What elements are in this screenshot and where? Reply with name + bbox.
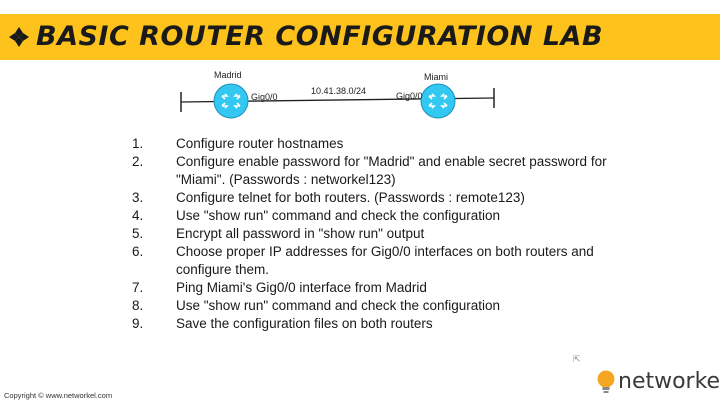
item-number: 5.	[132, 226, 144, 241]
lightbulb-icon	[597, 370, 615, 393]
item-text: Encrypt all password in "show run" outpu…	[176, 226, 425, 241]
item-text: Use "show run" command and check the con…	[176, 208, 501, 223]
router-icon[interactable]	[420, 83, 456, 119]
brand-logo: networkel	[596, 368, 720, 398]
item-text: Configure router hostnames	[176, 136, 344, 151]
network-address-label: 10.41.38.0/24	[311, 86, 367, 96]
item-number: 3.	[132, 190, 144, 205]
item-text: Configure enable password for "Madrid" a…	[176, 154, 607, 187]
router-icon[interactable]	[213, 83, 249, 119]
item-number: 6.	[132, 244, 144, 259]
item-number: 1.	[132, 136, 144, 151]
mouse-cursor-icon: ⇱	[573, 354, 581, 364]
interface-label-madrid: Gig0/0	[251, 92, 278, 102]
topology-lines	[180, 83, 495, 119]
task-list: 1. Configure router hostnames 2. Configure…	[132, 135, 641, 333]
interface-label-miami: Gig0/0	[396, 91, 423, 101]
list-item: 5. Encrypt all password in "show run" out…	[132, 225, 641, 243]
item-text: Ping Miami's Gig0/0 interface from Madri…	[176, 280, 427, 295]
item-number: 4.	[132, 208, 144, 223]
item-text: Configure telnet for both routers. (Pass…	[176, 190, 525, 205]
item-number: 7.	[132, 280, 144, 295]
copyright-footer: Copyright © www.networkel.com	[4, 391, 113, 400]
item-number: 8.	[132, 298, 144, 313]
title-banner: BASIC ROUTER CONFIGURATION LAB	[0, 14, 720, 60]
list-item: 8. Use "show run" command and check the c…	[132, 297, 641, 315]
list-item: 4. Use "show run" command and check the c…	[132, 207, 641, 225]
list-item: 7. Ping Miami's Gig0/0 interface from Mad…	[132, 279, 641, 297]
item-text: Choose proper IP addresses for Gig0/0 in…	[176, 244, 594, 277]
network-diagram: Madrid Miami Gig0/0 Gig0/0 10.41.38.0/24	[0, 60, 720, 130]
list-item: 3. Configure telnet for both routers. (Pa…	[132, 189, 641, 207]
item-number: 9.	[132, 316, 144, 331]
item-text: Save the configuration files on both rou…	[176, 316, 433, 331]
list-item: 1. Configure router hostnames	[132, 135, 641, 153]
list-item: 9. Save the configuration files on both r…	[132, 315, 641, 333]
item-number: 2.	[132, 154, 144, 169]
list-item: 2. Configure enable password for "Madrid"…	[132, 153, 641, 189]
item-text: Use "show run" command and check the con…	[176, 298, 501, 313]
router-name-miami: Miami	[424, 72, 448, 82]
router-name-madrid: Madrid	[214, 70, 242, 80]
list-item: 6. Choose proper IP addresses for Gig0/0 …	[132, 243, 641, 279]
diamond-bullet-icon	[9, 27, 29, 47]
page-title: BASIC ROUTER CONFIGURATION LAB	[36, 21, 604, 52]
brand-name: networkel	[618, 369, 720, 394]
